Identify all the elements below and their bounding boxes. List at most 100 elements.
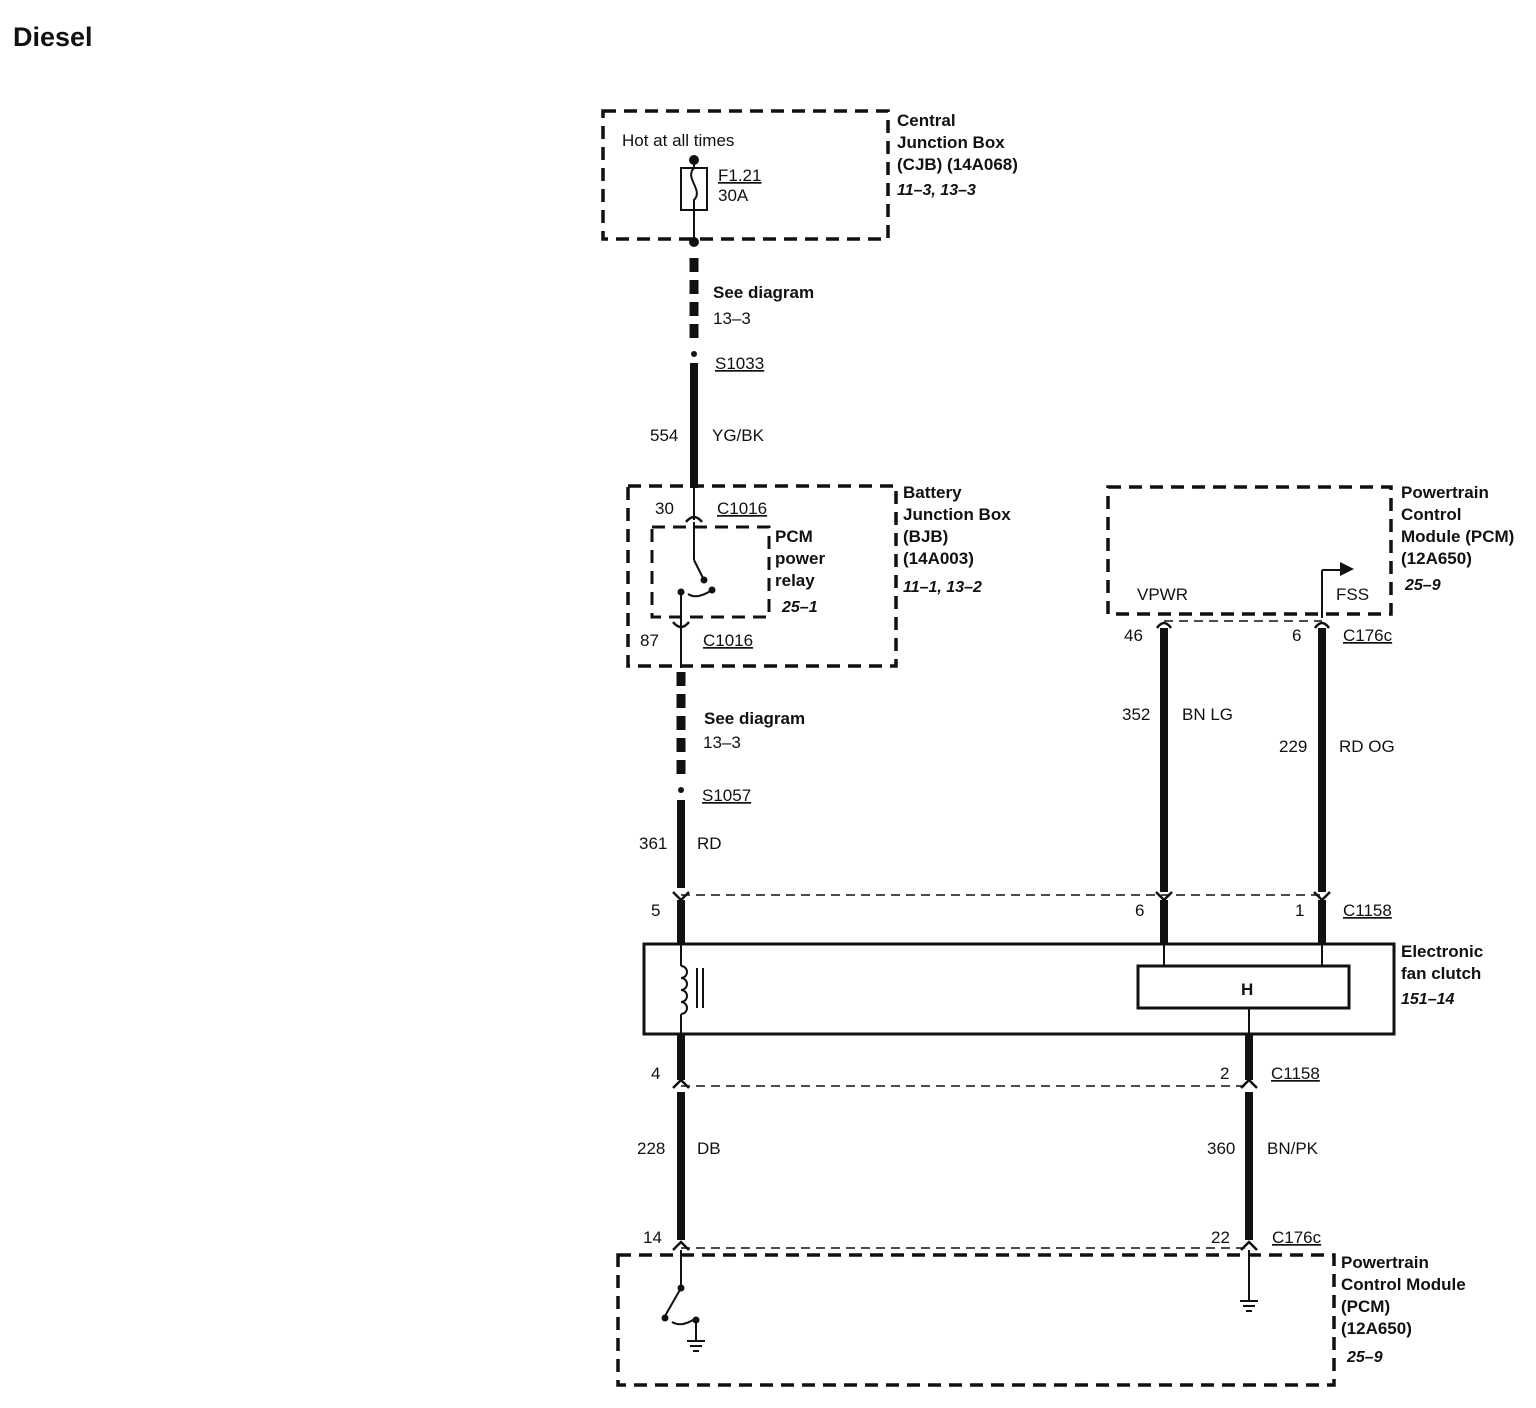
see-diagram-upper: See diagram	[713, 283, 814, 302]
clutch-pin-1: 1	[1295, 901, 1304, 920]
pcm-bottom-outline	[616, 1253, 1336, 1387]
wire-228: 228 DB	[637, 1092, 721, 1240]
battery-junction-box: 30 C1016 PCM power relay 25–1 87 C1016 B…	[626, 483, 1011, 668]
pcm-top-ref: 25–9	[1404, 577, 1441, 594]
coil-icon	[680, 944, 704, 1034]
bjb-outline	[626, 484, 898, 668]
pcm-bottom-name-line1: Powertrain	[1341, 1253, 1429, 1272]
hall-sensor-box	[1136, 964, 1351, 1010]
see-diagram-mid: See diagram	[704, 709, 805, 728]
wire-360: 360 BN/PK	[1207, 1092, 1319, 1240]
clutch-connector-bottom: C1158	[1271, 1064, 1320, 1083]
wire-361: See diagram 13–3 S1057 361 RD	[639, 640, 805, 888]
bjb-name-line3: (BJB)	[903, 527, 948, 546]
pcm-top-name-line4: (12A650)	[1401, 549, 1472, 568]
clutch-name-line2: fan clutch	[1401, 964, 1481, 983]
bjb-name-line1: Battery	[903, 483, 962, 502]
page-title: Diesel	[13, 22, 93, 52]
pcm-pin-22: 22	[1211, 1228, 1230, 1247]
connector-symbol	[672, 621, 690, 629]
see-ref-upper: 13–3	[713, 309, 751, 328]
pcm-top-outline	[1106, 485, 1393, 616]
cjb-ref: 11–3, 13–3	[897, 182, 976, 199]
fuse-rating: 30A	[718, 186, 749, 205]
pcm-bottom-name-line4: (12A650)	[1341, 1319, 1412, 1338]
cjb-outline	[601, 109, 890, 241]
clutch-pin-5: 5	[651, 901, 660, 920]
bjb-name-line4: (14A003)	[903, 549, 974, 568]
ground-icon	[1240, 1250, 1258, 1312]
pcm-top-connector: C176c	[1343, 626, 1393, 645]
clutch-ref: 151–14	[1401, 991, 1454, 1008]
clutch-name-line1: Electronic	[1401, 942, 1483, 961]
relay-outline	[650, 525, 771, 619]
color-rd-og: RD OG	[1339, 737, 1395, 756]
pcm-bottom-name-line3: (PCM)	[1341, 1297, 1390, 1316]
connector-symbol	[1313, 621, 1331, 629]
cjb-name-line3: (CJB) (14A068)	[897, 155, 1018, 174]
splice-s1033: S1033	[715, 354, 764, 373]
relay-ref: 25–1	[781, 599, 818, 616]
circuit-361: 361	[639, 834, 667, 853]
ground-icon	[687, 1320, 705, 1352]
color-yg-bk: YG/BK	[712, 426, 765, 445]
circuit-360: 360	[1207, 1139, 1235, 1158]
circuit-352: 352	[1122, 705, 1150, 724]
see-ref-mid: 13–3	[703, 733, 741, 752]
connector-symbol	[685, 515, 703, 523]
pcm-pin-14: 14	[643, 1228, 662, 1247]
wire-352: 352 BN LG	[1122, 628, 1233, 892]
pcm-top-name-line3: Module (PCM)	[1401, 527, 1514, 546]
relay-name-line3: relay	[775, 571, 815, 590]
central-junction-box: Hot at all times F1.21 30A Central Junct…	[601, 109, 1018, 241]
color-db: DB	[697, 1139, 721, 1158]
pcm-fss: FSS	[1336, 585, 1369, 604]
clutch-pin-2: 2	[1220, 1064, 1229, 1083]
cjb-name-line1: Central	[897, 111, 956, 130]
color-bn-pk: BN/PK	[1267, 1139, 1319, 1158]
color-bn-lg: BN LG	[1182, 705, 1233, 724]
clutch-pin-4: 4	[651, 1064, 660, 1083]
bjb-name-line2: Junction Box	[903, 505, 1011, 524]
pcm-bottom-name-line2: Control Module	[1341, 1275, 1466, 1294]
switch-icon	[661, 1250, 700, 1326]
pcm-pin-46: 46	[1124, 626, 1143, 645]
pcm-top-name-line2: Control	[1401, 505, 1461, 524]
bjb-pin-30: 30	[655, 499, 674, 518]
relay-name-line1: PCM	[775, 527, 813, 546]
bjb-pin-87: 87	[640, 631, 659, 650]
pcm-bottom: 14 22 C176c Powertrain Control Module (P…	[616, 1228, 1466, 1387]
electronic-fan-clutch: H Electronic fan clutch 151–14	[642, 942, 1483, 1036]
wire-554: See diagram 13–3 S1033 554 YG/BK	[650, 237, 814, 520]
relay-name-line2: power	[775, 549, 825, 568]
pcm-top: VPWR FSS Powertrain Control Module (PCM)…	[1106, 483, 1514, 645]
sensor-label: H	[1241, 980, 1253, 999]
splice-s1057: S1057	[702, 786, 751, 805]
color-rd: RD	[697, 834, 722, 853]
flag-icon	[1321, 562, 1354, 618]
circuit-228: 228	[637, 1139, 665, 1158]
pcm-pin-6: 6	[1292, 626, 1301, 645]
cjb-hot-label: Hot at all times	[622, 131, 734, 150]
clutch-connector-top: C1158	[1343, 901, 1392, 920]
cjb-name-line2: Junction Box	[897, 133, 1005, 152]
bjb-connector-in: C1016	[717, 499, 767, 518]
bjb-ref: 11–1, 13–2	[903, 579, 982, 596]
pcm-vpwr: VPWR	[1137, 585, 1188, 604]
fuse-icon	[680, 155, 708, 238]
fuse-id: F1.21	[718, 166, 761, 185]
connector-c1158-top: 5 6 1 C1158	[651, 891, 1392, 920]
pcm-bottom-connector: C176c	[1272, 1228, 1322, 1247]
connector-symbol	[1155, 621, 1173, 629]
circuit-554: 554	[650, 426, 678, 445]
bjb-connector-out: C1016	[703, 631, 753, 650]
connector-c1158-bottom: 4 2 C1158	[651, 1064, 1320, 1089]
pcm-bottom-ref: 25–9	[1346, 1349, 1383, 1366]
circuit-229: 229	[1279, 737, 1307, 756]
clutch-pin-6: 6	[1135, 901, 1144, 920]
relay-switch-icon	[677, 522, 716, 640]
clutch-outline	[642, 942, 1396, 1036]
pcm-top-name-line1: Powertrain	[1401, 483, 1489, 502]
wire-229: 229 RD OG	[1279, 628, 1395, 892]
